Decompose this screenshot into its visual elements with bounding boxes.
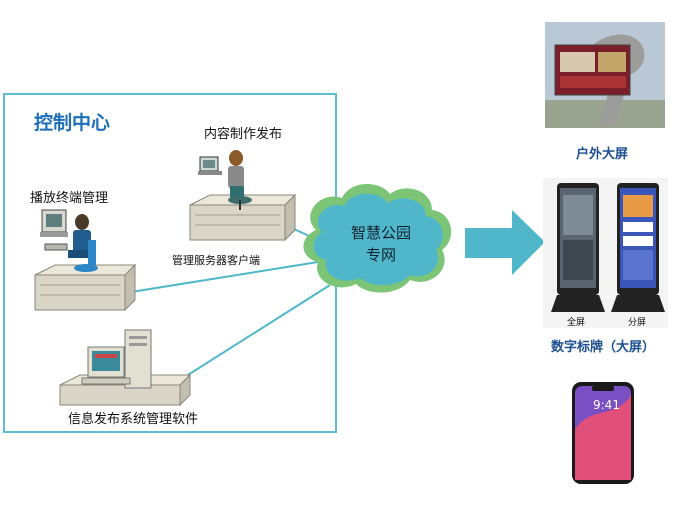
playback-terminal-label: 播放终端管理: [30, 191, 109, 206]
link-software-to-cloud: [179, 284, 331, 381]
server-client-label: 管理服务器客户端: [172, 254, 260, 267]
digital-signage-label: 数字标牌（大屏）: [551, 340, 656, 355]
phone-time-text: 9:41: [593, 398, 620, 412]
content-publish-workstation-icon: [189, 150, 297, 242]
link-terminal-to-cloud: [124, 261, 319, 294]
digital-signage-image: [543, 178, 668, 328]
content-publish-label: 内容制作发布: [204, 127, 283, 142]
park-network-cloud-icon: [303, 183, 452, 293]
playback-terminal-workstation-icon: [34, 209, 137, 312]
control-center-title: 控制中心: [34, 112, 111, 134]
publish-software-label: 信息发布系统管理软件: [68, 412, 199, 427]
outdoor-screen-image: [545, 22, 665, 128]
network-cloud-line1: 智慧公园: [350, 224, 411, 242]
connection-lines: [124, 224, 331, 381]
signage-right-caption: 分屏: [628, 318, 647, 328]
network-cloud-label: 智慧公园 专网: [335, 222, 427, 266]
signage-left-caption: 全屏: [567, 318, 586, 328]
outdoor-screen-label: 户外大屏: [576, 147, 629, 162]
network-cloud-line2: 专网: [365, 246, 396, 264]
right-arrow-icon: [465, 210, 545, 275]
smartphone-image: [572, 382, 634, 484]
publish-software-computer-icon: [59, 329, 192, 407]
